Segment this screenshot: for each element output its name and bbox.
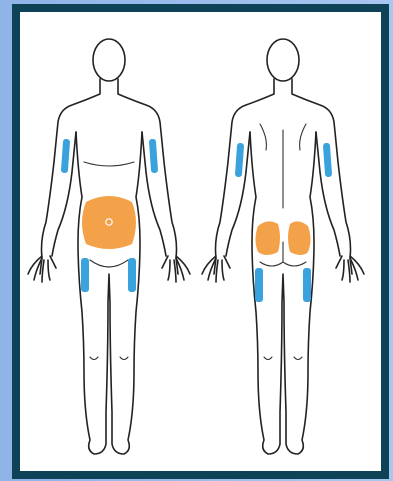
front-view bbox=[28, 39, 190, 454]
back-head bbox=[267, 39, 299, 81]
front-abdomen-zone bbox=[82, 196, 136, 249]
front-groin-line bbox=[90, 260, 128, 267]
back-right-thigh-zone bbox=[303, 268, 311, 302]
front-knee-lines bbox=[90, 357, 128, 360]
back-right-arm-zone bbox=[323, 143, 332, 177]
back-knee-lines bbox=[264, 357, 302, 360]
front-left-thigh-zone bbox=[81, 258, 89, 292]
front-right-thigh-zone bbox=[128, 258, 136, 292]
back-left-thigh-zone bbox=[255, 268, 263, 302]
injection-sites-diagram bbox=[20, 12, 381, 471]
back-view bbox=[202, 39, 364, 454]
diagram-frame bbox=[12, 4, 389, 479]
back-left-arm-zone bbox=[235, 143, 244, 177]
front-legs-outline bbox=[76, 132, 142, 454]
back-left-buttock-zone bbox=[256, 221, 281, 255]
front-right-arm-zone bbox=[149, 139, 158, 173]
front-head bbox=[93, 39, 125, 81]
back-right-buttock-zone bbox=[288, 221, 311, 255]
front-left-arm-zone bbox=[61, 139, 70, 173]
front-chest-line bbox=[84, 162, 134, 166]
